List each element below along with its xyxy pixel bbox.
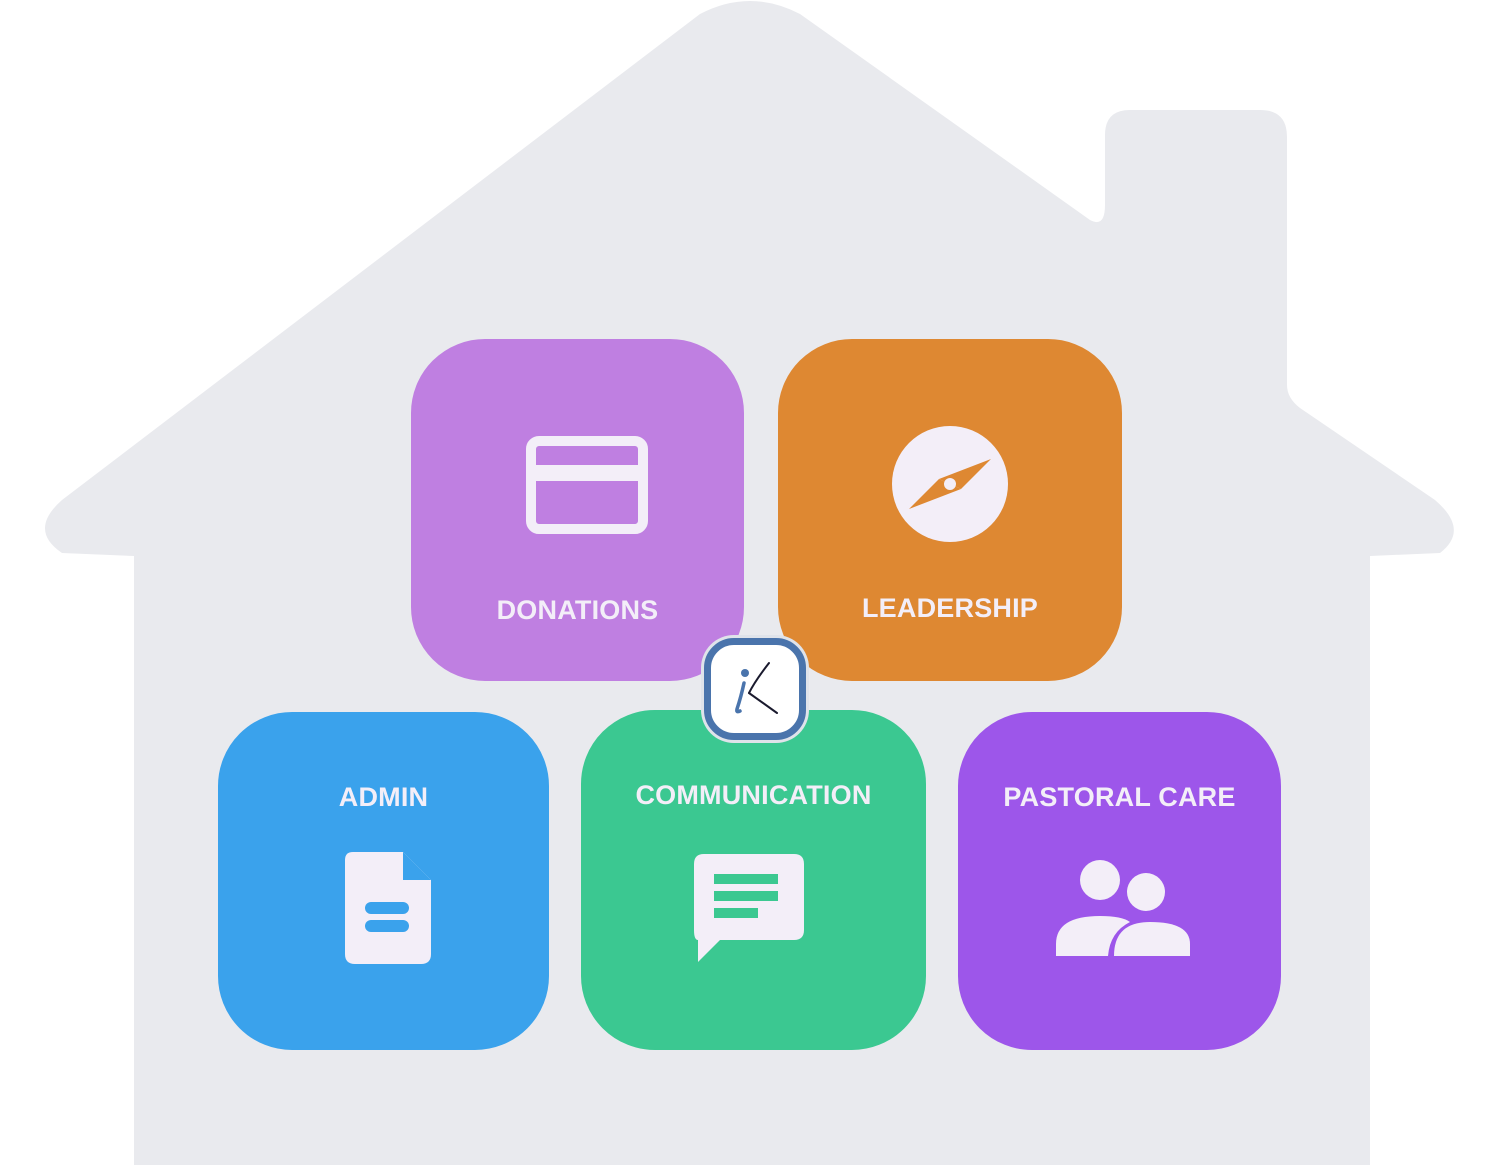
ik-logo-icon (735, 662, 778, 714)
credit-card-icon (526, 436, 648, 534)
people-icon (1056, 860, 1190, 956)
tile-label-donations: DONATIONS (496, 595, 659, 625)
chat-bubble-icon (694, 854, 804, 962)
tile-admin[interactable]: ADMIN (212, 706, 555, 1056)
tile-pastoral-care[interactable]: PASTORAL CARE (952, 706, 1287, 1056)
document-icon (345, 852, 431, 964)
compass-icon (892, 426, 1008, 542)
tile-label-leadership: LEADERSHIP (861, 593, 1039, 623)
tile-label-communication: COMMUNICATION (635, 780, 872, 810)
tile-leadership[interactable]: LEADERSHIP (772, 333, 1128, 687)
tile-donations[interactable]: DONATIONS (405, 333, 750, 687)
logo-badge (704, 638, 806, 740)
tile-label-pastoral-care: PASTORAL CARE (1003, 782, 1236, 812)
tile-communication[interactable]: COMMUNICATION (575, 704, 932, 1056)
tile-label-admin: ADMIN (338, 782, 429, 812)
